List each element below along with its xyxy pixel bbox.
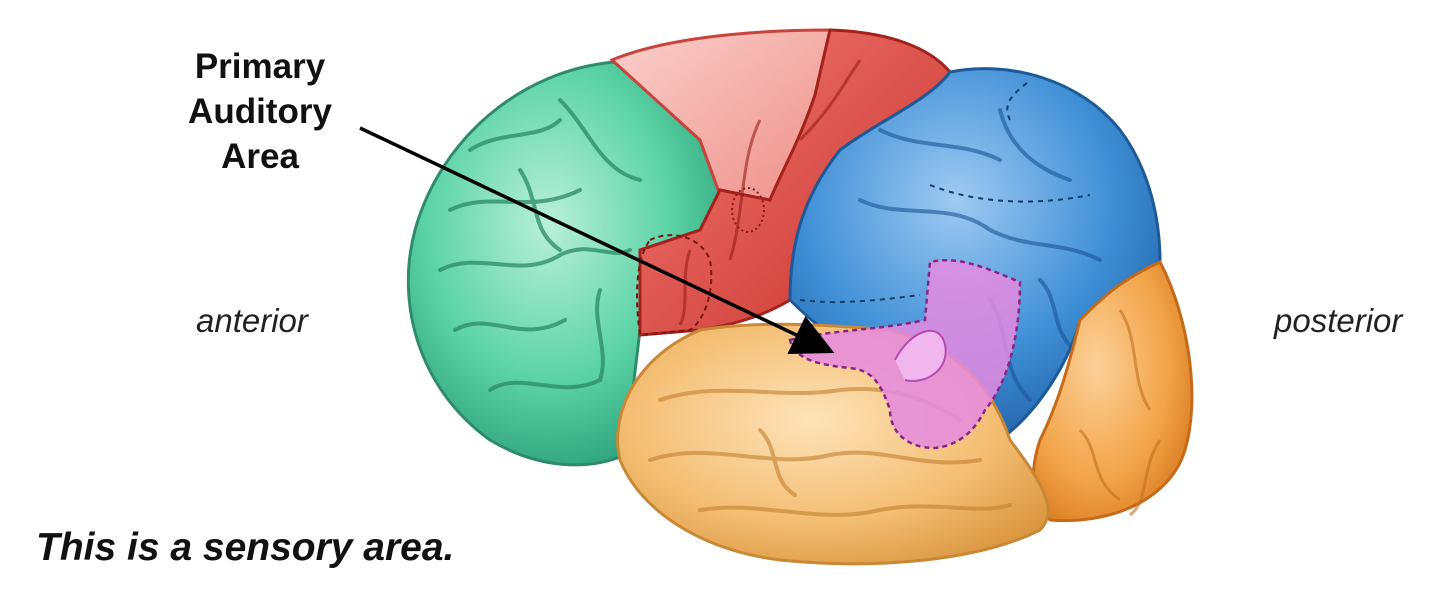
caption: This is a sensory area. bbox=[36, 526, 455, 569]
frontal-lobe bbox=[406, 60, 722, 467]
callout-line-2: Auditory bbox=[188, 92, 332, 131]
callout-label: Primary Auditory Area bbox=[150, 44, 370, 179]
parietal-dashed-line-3 bbox=[799, 294, 921, 304]
callout-line-1: Primary bbox=[194, 47, 326, 86]
callout-line-3: Area bbox=[221, 137, 299, 176]
auditory-fold bbox=[894, 329, 947, 382]
frontal-gyri bbox=[438, 98, 642, 392]
frontal-dashed-region bbox=[636, 234, 713, 337]
parietal-dashed-line bbox=[929, 184, 1091, 203]
posterior-label: posterior bbox=[1274, 302, 1403, 339]
motor-gyri bbox=[678, 59, 862, 326]
occipital-gyri bbox=[1078, 309, 1162, 517]
anterior-label: anterior bbox=[196, 302, 308, 339]
temporal-gyri bbox=[648, 387, 1012, 517]
parietal-dashed-line-2 bbox=[1006, 79, 1031, 121]
callout-arrow bbox=[359, 126, 835, 354]
broca-hatch bbox=[731, 187, 765, 233]
